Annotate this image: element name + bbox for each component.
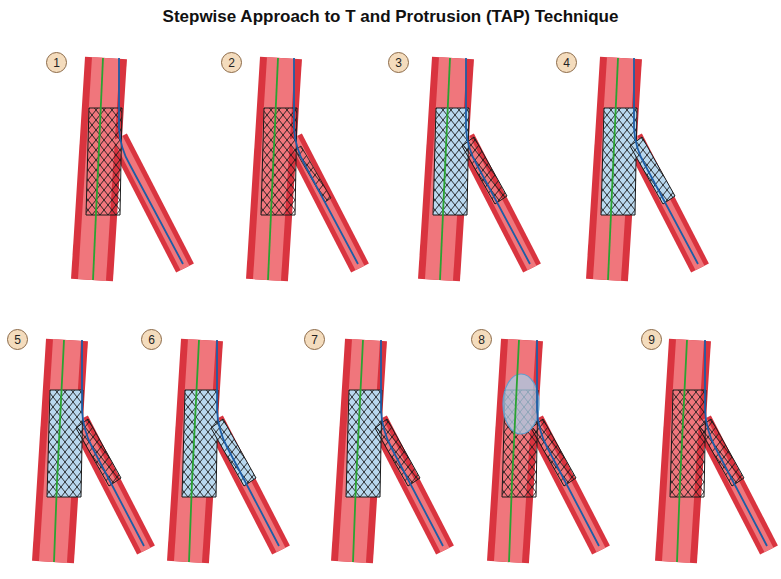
- panel-illustration: [86, 58, 185, 280]
- callout-number: 7: [311, 334, 318, 346]
- callout-number: 4: [563, 57, 570, 69]
- callout-circle: 6: [141, 329, 162, 350]
- callout-circle: 4: [556, 52, 577, 73]
- callout-number: 1: [53, 57, 60, 69]
- panel-illustration: [601, 58, 700, 280]
- callout-circle: 2: [221, 52, 242, 73]
- callout-circle: 9: [641, 329, 662, 350]
- panel-illustration: [182, 340, 281, 562]
- callout-circle: 7: [304, 329, 325, 350]
- callout-number: 2: [228, 57, 235, 69]
- panel-illustration: [670, 340, 769, 562]
- title: Stepwise Approach to T and Protrusion (T…: [0, 7, 781, 27]
- panel-illustration: [346, 340, 445, 562]
- panel-illustration: [433, 58, 532, 280]
- callout-circle: 8: [471, 329, 492, 350]
- callout-number: 3: [395, 57, 402, 69]
- callout-circle: 1: [46, 52, 67, 73]
- panel-illustration: [261, 58, 360, 280]
- callout-number: 5: [14, 334, 21, 346]
- callout-circle: 3: [388, 52, 409, 73]
- callout-number: 6: [148, 334, 155, 346]
- callout-number: 9: [648, 334, 655, 346]
- panel-illustration: [47, 340, 146, 562]
- callout-circle: 5: [7, 329, 28, 350]
- callout-number: 8: [478, 334, 485, 346]
- panel-illustration: [502, 340, 601, 562]
